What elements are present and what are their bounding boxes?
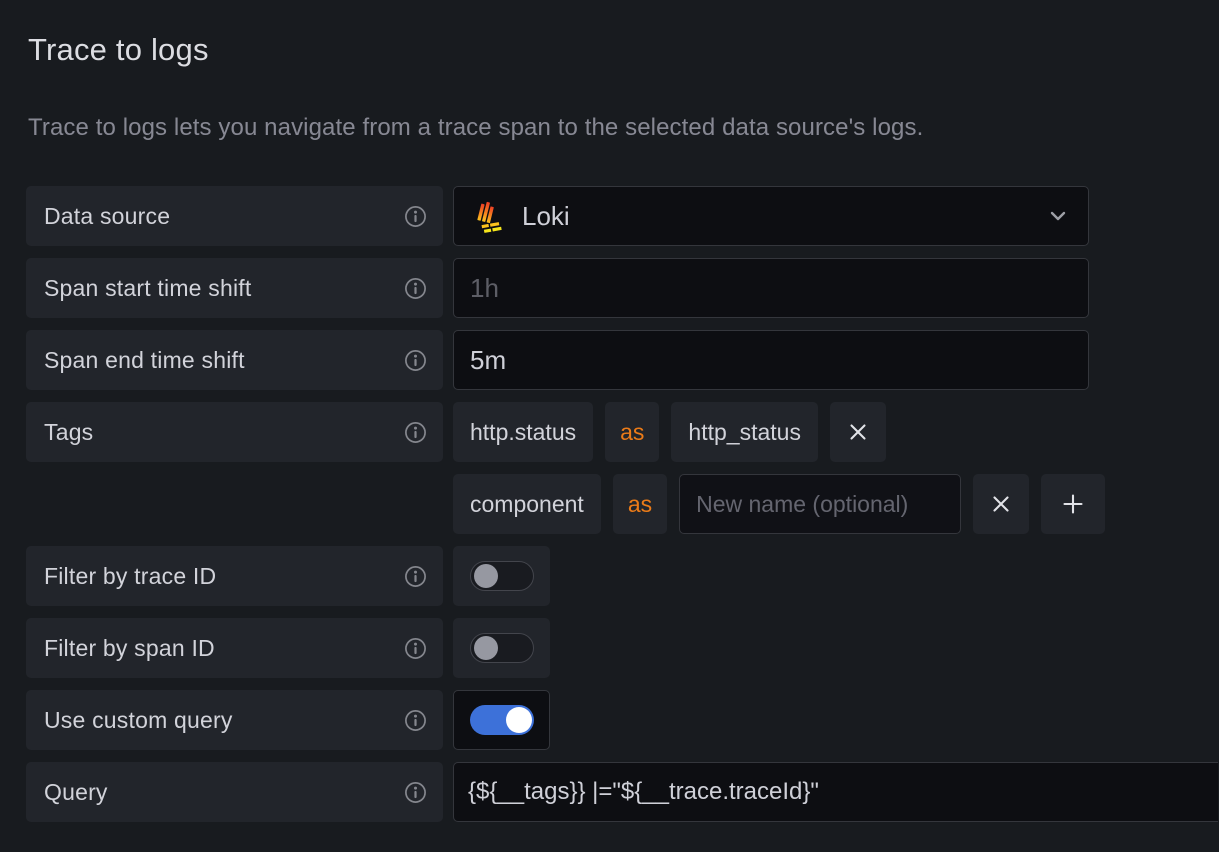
toggle-pill <box>469 705 534 735</box>
field-label-text: Use custom query <box>44 706 233 733</box>
toggle-knob <box>505 707 532 733</box>
plus-icon <box>1063 494 1083 514</box>
field-label-span-start: Span start time shift <box>26 258 443 318</box>
info-icon[interactable] <box>404 565 427 588</box>
query-input[interactable] <box>453 762 1218 822</box>
info-icon[interactable] <box>404 205 427 228</box>
field-label-filter-trace: Filter by trace ID <box>26 546 443 606</box>
remove-tag-button[interactable] <box>829 402 886 462</box>
toggle-knob <box>473 564 498 588</box>
field-label-filter-span: Filter by span ID <box>26 618 443 678</box>
tag-name-input[interactable]: http_status <box>671 402 818 462</box>
filter-by-span-id-toggle[interactable] <box>453 618 550 678</box>
add-tag-button[interactable] <box>1041 474 1106 534</box>
info-icon[interactable] <box>404 349 427 372</box>
toggle-pill <box>469 561 534 591</box>
field-row-data-source: Data source Loki <box>26 186 1219 246</box>
span-start-time-shift-input[interactable] <box>453 258 1089 318</box>
field-label-text: Data source <box>44 202 171 229</box>
filter-by-trace-id-toggle[interactable] <box>453 546 550 606</box>
page-description: Trace to logs lets you navigate from a t… <box>28 114 924 141</box>
field-label-data-source: Data source <box>26 186 443 246</box>
field-row-query: Query <box>26 762 1219 822</box>
loki-logo <box>477 201 502 233</box>
data-source-selected-value: Loki <box>522 200 570 231</box>
info-icon[interactable] <box>404 421 427 444</box>
info-icon[interactable] <box>404 277 427 300</box>
tags-editor: http.status as http_status component as <box>453 402 1106 534</box>
toggle-knob <box>473 636 498 660</box>
data-source-select[interactable]: Loki <box>453 186 1089 246</box>
field-label-text: Tags <box>44 418 94 445</box>
close-icon <box>993 496 1009 512</box>
toggle-pill <box>469 633 534 663</box>
field-row-span-end-time-shift: Span end time shift <box>26 330 1219 390</box>
tag-name-input[interactable] <box>679 474 962 534</box>
tag-as-label: as <box>605 402 660 462</box>
field-row-use-custom-query: Use custom query <box>26 690 1219 750</box>
field-label-span-end: Span end time shift <box>26 330 443 390</box>
field-label-text: Filter by span ID <box>44 634 215 661</box>
info-icon[interactable] <box>404 709 427 732</box>
field-row-tags: Tags http.status as http_status componen… <box>26 402 1219 534</box>
info-icon[interactable] <box>404 781 427 804</box>
page-title: Trace to logs <box>28 32 209 67</box>
tag-as-label: as <box>612 474 668 534</box>
field-label-custom-query: Use custom query <box>26 690 443 750</box>
tag-key-input[interactable]: http.status <box>453 402 594 462</box>
tag-key-input[interactable]: component <box>453 474 601 534</box>
field-row-filter-by-span-id: Filter by span ID <box>26 618 1219 678</box>
tag-pair-row: http.status as http_status <box>453 402 1105 462</box>
remove-tag-button[interactable] <box>973 474 1030 534</box>
field-row-filter-by-trace-id: Filter by trace ID <box>26 546 1219 606</box>
field-label-tags: Tags <box>26 402 443 462</box>
field-row-span-start-time-shift: Span start time shift <box>26 258 1219 318</box>
field-label-text: Filter by trace ID <box>44 562 217 589</box>
field-label-text: Span start time shift <box>44 274 252 301</box>
use-custom-query-toggle[interactable] <box>453 690 550 750</box>
trace-to-logs-settings: Trace to logs Trace to logs lets you nav… <box>26 32 1219 822</box>
chevron-down-icon <box>1050 211 1066 221</box>
field-label-text: Query <box>44 778 108 805</box>
field-label-query: Query <box>26 762 443 822</box>
close-icon <box>850 424 866 440</box>
span-end-time-shift-input[interactable] <box>453 330 1089 390</box>
tag-pair-row: component as <box>453 474 1106 534</box>
field-label-text: Span end time shift <box>44 346 245 373</box>
info-icon[interactable] <box>404 637 427 660</box>
